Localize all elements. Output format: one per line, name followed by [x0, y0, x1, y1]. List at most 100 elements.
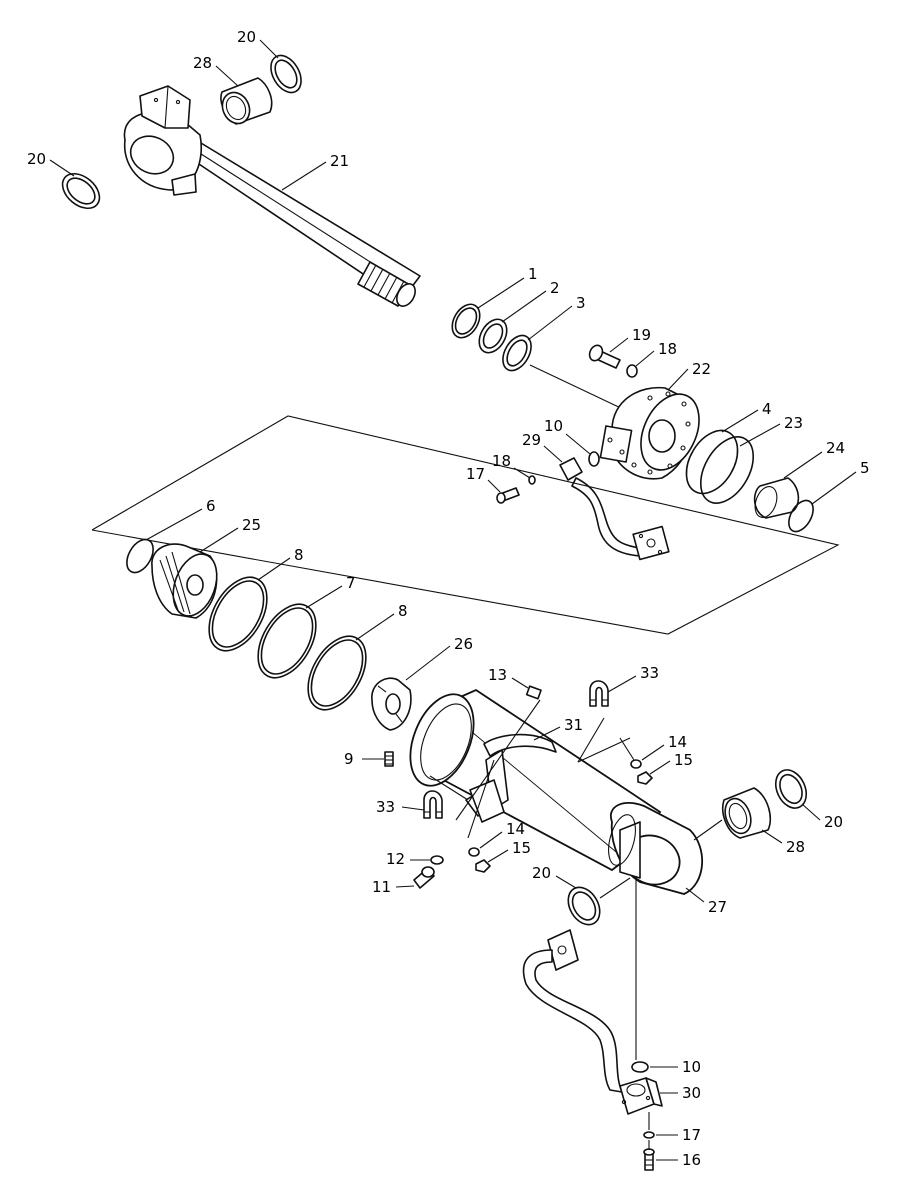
callout-2: 2: [501, 279, 560, 323]
callout-20b: 20: [27, 150, 75, 177]
pipe-29: [559, 457, 670, 561]
callout-5: 5: [811, 459, 870, 505]
svg-text:7: 7: [346, 574, 356, 592]
callout-10a: 10: [544, 417, 591, 455]
svg-text:8: 8: [294, 546, 304, 564]
callout-17b: 17: [656, 1126, 701, 1144]
washer-18-left: [528, 475, 536, 485]
callout-10b: 10: [650, 1058, 701, 1076]
svg-text:17: 17: [466, 465, 485, 483]
svg-text:13: 13: [488, 666, 507, 684]
pin-13: [525, 685, 542, 700]
callout-29: 29: [522, 431, 563, 463]
socket-bolt-19: [588, 344, 621, 369]
callout-9: 9: [344, 750, 384, 768]
svg-text:29: 29: [522, 431, 541, 449]
callout-13: 13: [488, 666, 529, 689]
svg-text:11: 11: [372, 878, 391, 896]
dust-seal-20-right: [774, 769, 808, 809]
svg-text:9: 9: [344, 750, 354, 768]
svg-text:25: 25: [242, 516, 261, 534]
callout-12: 12: [386, 850, 430, 868]
svg-text:19: 19: [632, 326, 651, 344]
svg-text:14: 14: [668, 733, 687, 751]
svg-text:28: 28: [786, 838, 805, 856]
svg-text:33: 33: [640, 664, 659, 682]
svg-text:1: 1: [528, 265, 538, 283]
bolt-16: [643, 1148, 655, 1171]
piston-seal-7: [257, 603, 317, 679]
svg-text:22: 22: [692, 360, 711, 378]
u-bolt-33-upper: [589, 680, 609, 707]
callout-8a: 8: [257, 546, 304, 581]
callout-18a: 18: [635, 340, 677, 367]
callout-19: 19: [609, 326, 651, 353]
svg-text:20: 20: [237, 28, 256, 46]
svg-text:18: 18: [492, 452, 511, 470]
bushing-28-lower: [722, 787, 772, 839]
callout-4: 4: [721, 400, 772, 433]
svg-text:31: 31: [564, 716, 583, 734]
svg-text:24: 24: [826, 439, 845, 457]
callout-15b: 15: [487, 839, 531, 863]
bolt-17-top: [496, 487, 520, 504]
svg-text:20: 20: [27, 150, 46, 168]
callout-7: 7: [305, 574, 356, 609]
callout-11: 11: [372, 878, 415, 896]
svg-text:15: 15: [674, 751, 693, 769]
set-screw-9: [384, 751, 394, 767]
callout-1: 1: [477, 265, 538, 309]
callout-25: 25: [199, 516, 261, 553]
svg-text:2: 2: [550, 279, 560, 297]
piston-rod: [123, 85, 421, 307]
callout-6: 6: [145, 497, 216, 541]
svg-text:4: 4: [762, 400, 772, 418]
o-ring-10-top: [588, 451, 600, 467]
callouts: 20 28 20 21 1 2 3 19: [27, 28, 870, 1169]
callout-20a: 20: [237, 28, 279, 59]
callout-28a: 28: [193, 54, 239, 87]
ring-5: [788, 499, 814, 533]
o-ring-10-bottom: [631, 1061, 649, 1073]
callout-33a: 33: [607, 664, 659, 693]
backup-ring-4: [685, 429, 739, 495]
svg-text:15: 15: [512, 839, 531, 857]
piston-nut-26: [371, 677, 412, 731]
dust-seal-20-left: [61, 172, 101, 210]
callout-31: 31: [533, 716, 583, 741]
callout-8b: 8: [355, 602, 408, 641]
pipe-30: [522, 929, 663, 1115]
callout-3: 3: [527, 294, 586, 341]
dust-seal-20-top: [270, 54, 302, 94]
svg-text:27: 27: [708, 898, 727, 916]
callout-27: 27: [685, 887, 727, 916]
callout-24: 24: [783, 439, 845, 479]
wear-ring-8-b: [307, 635, 367, 711]
svg-text:10: 10: [682, 1058, 701, 1076]
svg-text:5: 5: [860, 459, 870, 477]
callout-30: 30: [660, 1084, 701, 1102]
washer-14-lower: [468, 847, 480, 857]
svg-text:8: 8: [398, 602, 408, 620]
callout-20c: 20: [532, 864, 577, 889]
washer-18-top: [626, 364, 638, 378]
o-ring-23: [699, 436, 755, 504]
bushing-28-top: [220, 77, 273, 125]
cylinder-tube-27: [409, 688, 703, 895]
svg-text:16: 16: [682, 1151, 701, 1169]
nut-15-lower: [475, 859, 491, 873]
dust-seal-20-bottom: [567, 886, 601, 926]
callout-21: 21: [281, 152, 349, 191]
piston-25: [151, 543, 218, 619]
svg-text:33: 33: [376, 798, 395, 816]
svg-text:12: 12: [386, 850, 405, 868]
svg-text:20: 20: [532, 864, 551, 882]
callout-28b: 28: [761, 829, 805, 856]
svg-text:23: 23: [784, 414, 803, 432]
nut-15-right: [637, 771, 653, 785]
svg-text:14: 14: [506, 820, 525, 838]
u-bolt-33-lower: [423, 790, 443, 819]
callout-16: 16: [656, 1151, 701, 1169]
cylinder-head-22: [599, 386, 700, 480]
